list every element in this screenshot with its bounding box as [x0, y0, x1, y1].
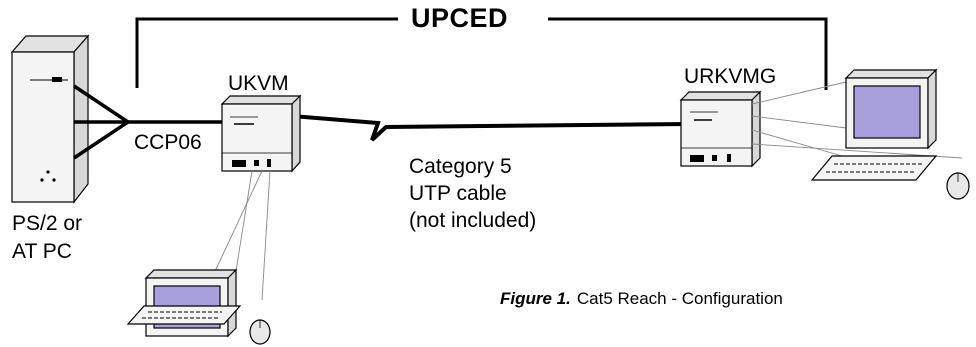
pc-line-1: PS/2 or — [12, 212, 83, 235]
ukvm-device — [220, 94, 302, 173]
cable-line-3: (not included) — [409, 209, 537, 232]
cable-line-2: UTP cable — [409, 182, 507, 205]
local-mouse — [249, 319, 271, 345]
ccp06-label: CCP06 — [134, 131, 202, 154]
ccp06-cable — [73, 84, 222, 160]
remote-console — [810, 68, 970, 200]
urkvmg-device — [679, 90, 762, 168]
local-keyboard — [126, 305, 242, 325]
upced-bracket — [135, 17, 828, 90]
local-monitor — [144, 268, 238, 338]
figure-number: Figure 1. — [500, 289, 571, 308]
figure-caption: Figure 1. Cat5 Reach - Configuration — [500, 289, 783, 309]
cable-line-1: Category 5 — [409, 155, 512, 178]
remote-keyboard — [810, 155, 938, 181]
remote-monitor — [844, 68, 938, 150]
pc-tower — [10, 34, 90, 204]
upced-label: UPCED — [411, 3, 509, 33]
figure-caption-text: Cat5 Reach - Configuration — [576, 289, 783, 308]
remote-mouse — [946, 172, 970, 200]
local-console — [126, 268, 271, 345]
urkvmg-label: URKVMG — [684, 65, 777, 88]
cat5-utp-cable — [291, 114, 691, 142]
cable-description: Category 5 UTP cable (not included) — [409, 153, 536, 234]
pc-line-2: AT PC — [12, 240, 72, 263]
pc-description: PS/2 or AT PC — [12, 210, 82, 266]
ukvm-label: UKVM — [228, 72, 289, 95]
